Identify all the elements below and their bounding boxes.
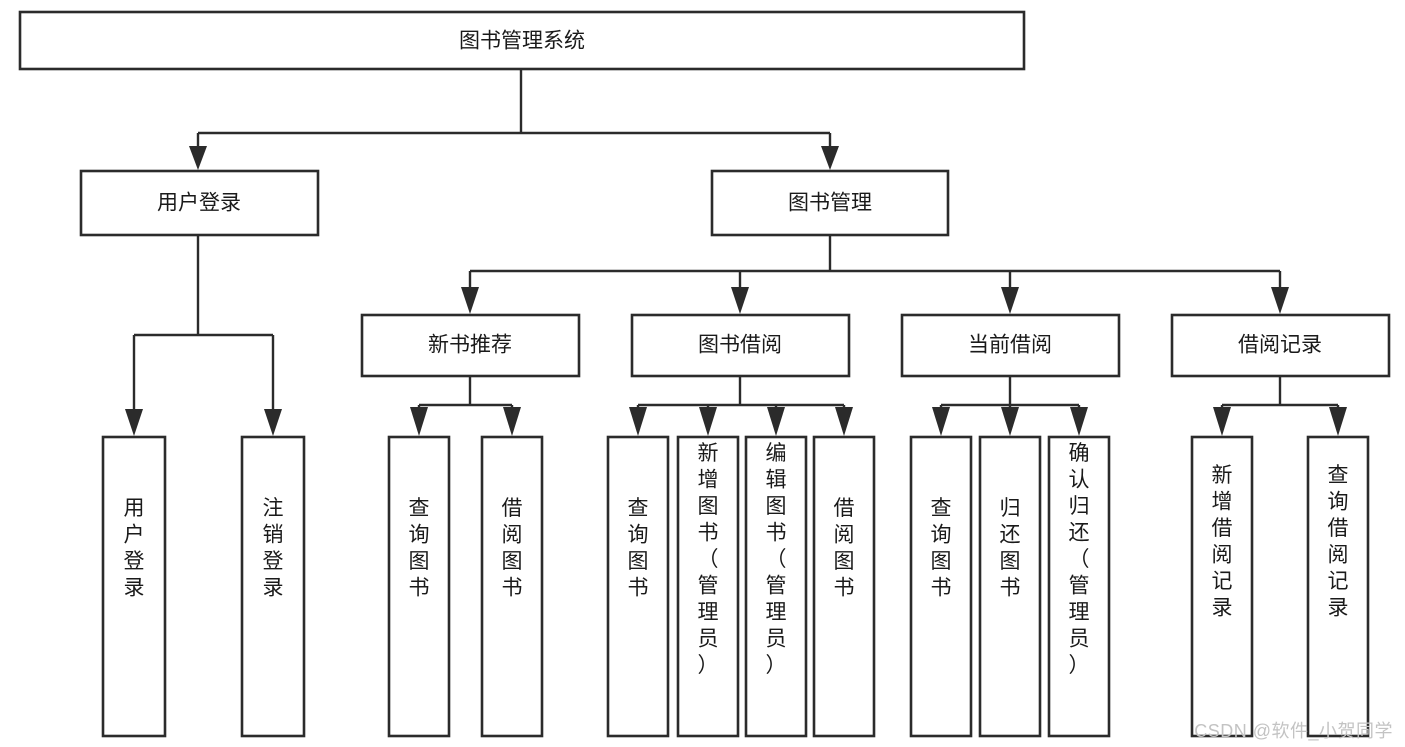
arrow-borrow-leaf-4 [835,407,853,436]
leaf-box-book-borrow-3 [744,435,808,738]
leaf-box-book-borrow-4 [812,435,876,738]
arrow-borrow-leaf-3 [767,407,785,436]
node-box-book-management [710,169,950,237]
leaf-current-borrow-2[interactable]: 归还图书 [978,435,1042,738]
arrow-userlogin-leaf-1 [125,409,143,436]
leaf-label-book-borrow-1: 查询图书 [628,497,649,600]
arrow-root-to-bookmgmt [821,146,839,170]
node-box-new-book-recommend [360,313,581,378]
arrow-record-leaf-1 [1213,407,1231,436]
arrow-current-leaf-3 [1070,407,1088,436]
leaf-label-current-borrow-2: 归还图书 [1000,497,1021,600]
arrow-borrow-leaf-1 [629,407,647,436]
leaf-box-book-borrow-2 [676,435,740,738]
node-label-current-borrow: 当前借阅 [968,334,1052,357]
node-box-user-login [79,169,320,237]
leaf-borrow-record-2[interactable]: 查询借阅记录 [1306,435,1370,738]
leaf-box-user-login-2 [240,435,306,738]
leaf-user-login-2[interactable]: 注销登录 [240,435,306,738]
node-label-root: 图书管理系统 [459,30,585,53]
leaf-label-current-borrow-1: 查询图书 [931,497,952,600]
arrow-bookmgmt-to-record [1271,287,1289,314]
leaf-borrow-record-1[interactable]: 新增借阅记录 [1190,435,1254,738]
node-label-book-borrow: 图书借阅 [698,334,782,357]
leaf-book-borrow-3[interactable]: 编辑图书（管理员） [744,435,808,738]
node-book-borrow[interactable]: 图书借阅 [630,313,851,378]
leaf-label-book-borrow-3: 编辑图书（管理员） [766,442,787,677]
leaf-current-borrow-1[interactable]: 查询图书 [909,435,973,738]
leaf-new-book-2[interactable]: 借阅图书 [480,435,544,738]
leaf-box-current-borrow-1 [909,435,973,738]
arrow-newbook-leaf-2 [503,407,521,436]
leaf-book-borrow-1[interactable]: 查询图书 [606,435,670,738]
node-box-root [18,10,1026,71]
arrow-bookmgmt-to-current [1001,287,1019,314]
node-label-book-management: 图书管理 [788,192,872,215]
leaf-label-borrow-record-1: 新增借阅记录 [1212,464,1233,620]
leaf-book-borrow-2[interactable]: 新增图书（管理员） [676,435,740,738]
connector-layer [125,69,1347,436]
arrow-newbook-leaf-1 [410,407,428,436]
leaf-new-book-1[interactable]: 查询图书 [387,435,451,738]
leaf-user-login-1[interactable]: 用户登录 [101,435,167,738]
leaf-label-book-borrow-4: 借阅图书 [834,497,855,600]
node-box-current-borrow [900,313,1121,378]
leaf-label-current-borrow-3: 确认归还（管理员） [1069,442,1090,677]
node-box-borrow-record [1170,313,1391,378]
node-label-new-book-recommend: 新书推荐 [428,334,512,357]
arrow-bookmgmt-to-newbook [461,287,479,314]
node-user-login[interactable]: 用户登录 [79,169,320,237]
node-root-system[interactable]: 图书管理系统 [18,10,1026,71]
node-current-borrow[interactable]: 当前借阅 [900,313,1121,378]
leaf-book-borrow-4[interactable]: 借阅图书 [812,435,876,738]
leaf-label-user-login-1: 用户登录 [124,497,145,600]
leaf-box-borrow-record-2 [1306,435,1370,738]
leaf-box-new-book-2 [480,435,544,738]
node-borrow-record[interactable]: 借阅记录 [1170,313,1391,378]
leaf-label-borrow-record-2: 查询借阅记录 [1328,464,1349,620]
arrow-userlogin-leaf-2 [264,409,282,436]
arrow-record-leaf-2 [1329,407,1347,436]
arrow-current-leaf-2 [1001,407,1019,436]
leaf-label-new-book-2: 借阅图书 [502,497,523,600]
leaf-box-borrow-record-1 [1190,435,1254,738]
arrow-root-to-userlogin [189,146,207,170]
leaf-box-current-borrow-3 [1047,435,1111,738]
leaf-box-book-borrow-1 [606,435,670,738]
leaf-box-user-login-1 [101,435,167,738]
node-book-management[interactable]: 图书管理 [710,169,950,237]
node-new-book-recommend[interactable]: 新书推荐 [360,313,581,378]
arrow-current-leaf-1 [932,407,950,436]
node-box-book-borrow [630,313,851,378]
leaf-box-current-borrow-2 [978,435,1042,738]
node-label-borrow-record: 借阅记录 [1238,334,1322,357]
leaf-box-new-book-1 [387,435,451,738]
leaf-label-new-book-1: 查询图书 [409,497,430,600]
arrow-borrow-leaf-2 [699,407,717,436]
leaf-label-user-login-2: 注销登录 [263,497,284,600]
leaf-label-book-borrow-2: 新增图书（管理员） [698,442,719,677]
node-label-user-login: 用户登录 [157,192,241,215]
leaf-current-borrow-3[interactable]: 确认归还（管理员） [1047,435,1111,738]
arrow-bookmgmt-to-borrow [731,287,749,314]
